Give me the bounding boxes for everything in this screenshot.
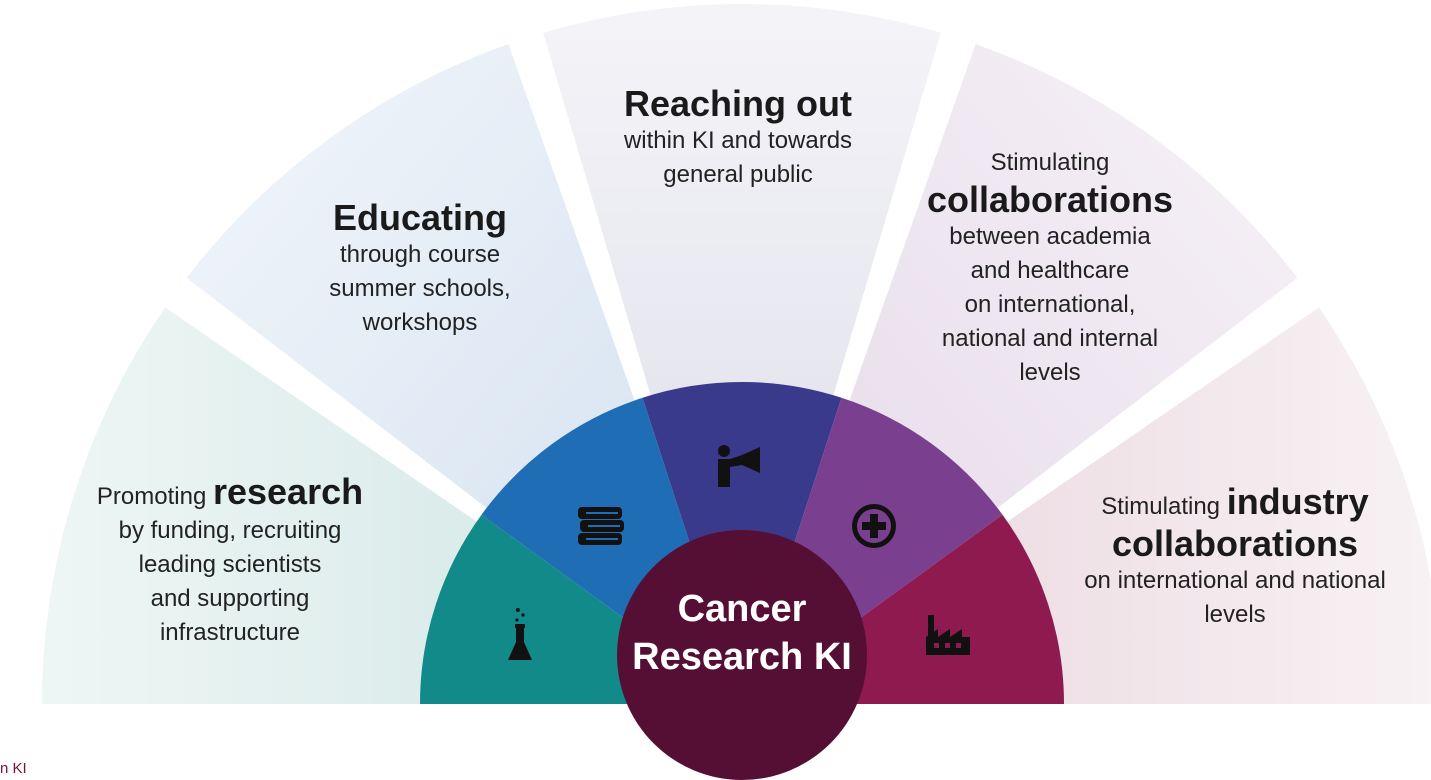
- collab-line-1: between academia: [949, 223, 1151, 250]
- industry-title-2: collaborations: [1111, 523, 1359, 564]
- center-label-line-2: Research KI: [632, 636, 852, 678]
- research-line-4: infrastructure: [159, 619, 301, 646]
- flask-icon: [508, 608, 532, 660]
- educating-line-2: summer schools,: [329, 275, 511, 302]
- industry-line-2: levels: [1204, 601, 1266, 628]
- center-label: Cancer Research KI: [612, 585, 872, 681]
- educating-line-3: workshops: [362, 309, 478, 336]
- research-line-1: by funding, recruiting: [118, 517, 342, 544]
- collab-line-3: on international,: [964, 291, 1136, 318]
- segment-text-educating: Educating through course summer schools,…: [290, 198, 550, 340]
- reaching-line-2: general public: [663, 161, 813, 188]
- research-line-2: leading scientists: [138, 551, 322, 578]
- segment-text-industry: Stimulating industry collaborations on i…: [1050, 482, 1420, 632]
- collab-title: collaborations: [926, 179, 1174, 220]
- research-line-3: and supporting: [150, 585, 310, 612]
- research-title: research: [212, 471, 364, 512]
- collab-line-5: levels: [1019, 359, 1081, 386]
- collab-line-2: and healthcare: [970, 257, 1130, 284]
- educating-line-1: through course: [339, 241, 501, 268]
- collab-prefix: Stimulating: [990, 149, 1110, 176]
- educating-title: Educating: [332, 197, 507, 238]
- segment-text-collaborations: Stimulating collaborations between acade…: [900, 146, 1200, 390]
- reaching-title: Reaching out: [623, 83, 852, 124]
- reaching-line-1: within KI and towards: [623, 127, 853, 154]
- industry-prefix: Stimulating: [1101, 493, 1227, 520]
- industry-title-1: industry: [1226, 481, 1369, 522]
- industry-line-1: on international and national: [1084, 567, 1386, 594]
- segment-text-reaching-out: Reaching out within KI and towards gener…: [588, 84, 888, 192]
- outer-sector-reaching-out: [543, 3, 941, 704]
- segment-text-research: Promoting research by funding, recruitin…: [60, 472, 400, 650]
- center-circle: [617, 530, 867, 780]
- books-icon: [578, 507, 624, 545]
- research-prefix: Promoting: [96, 483, 213, 510]
- plus-circle-icon: [852, 504, 896, 548]
- factory-icon: [926, 615, 970, 655]
- center-label-line-1: Cancer: [677, 588, 807, 630]
- footer-text: n KI: [0, 760, 27, 777]
- megaphone-person-icon: [718, 445, 760, 487]
- collab-line-4: national and internal: [941, 325, 1159, 352]
